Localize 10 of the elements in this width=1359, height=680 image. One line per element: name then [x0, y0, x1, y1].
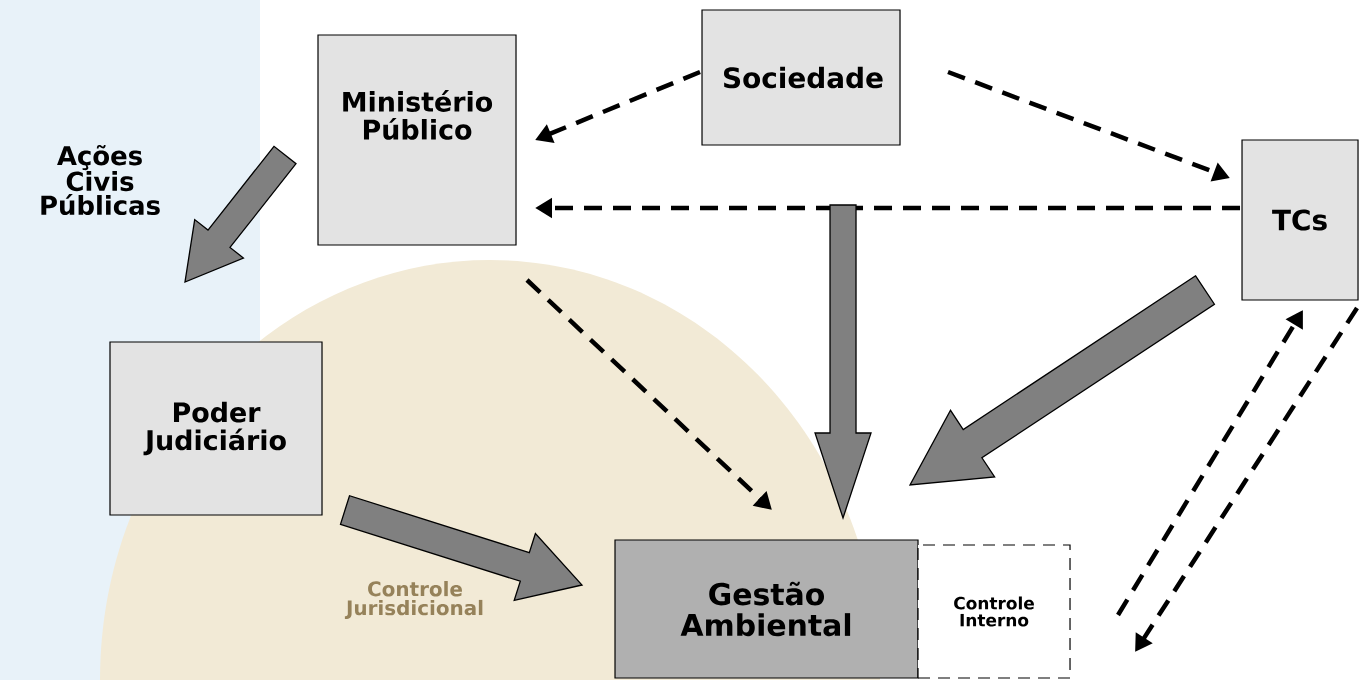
edge-label: Controle Jurisdicional	[344, 581, 483, 620]
edge-label: Ações Civis Públicas	[41, 144, 160, 216]
process-box: Sociedade	[701, 9, 901, 146]
process-box: TCs	[1241, 139, 1359, 301]
block-arrow	[814, 204, 872, 521]
process-box: Gestão Ambiental	[614, 539, 919, 679]
process-box: Controle Interno	[917, 544, 1071, 679]
block-arrow	[184, 145, 297, 284]
process-box: Poder Judiciário	[109, 341, 323, 516]
process-box: Ministério Público	[317, 34, 517, 246]
